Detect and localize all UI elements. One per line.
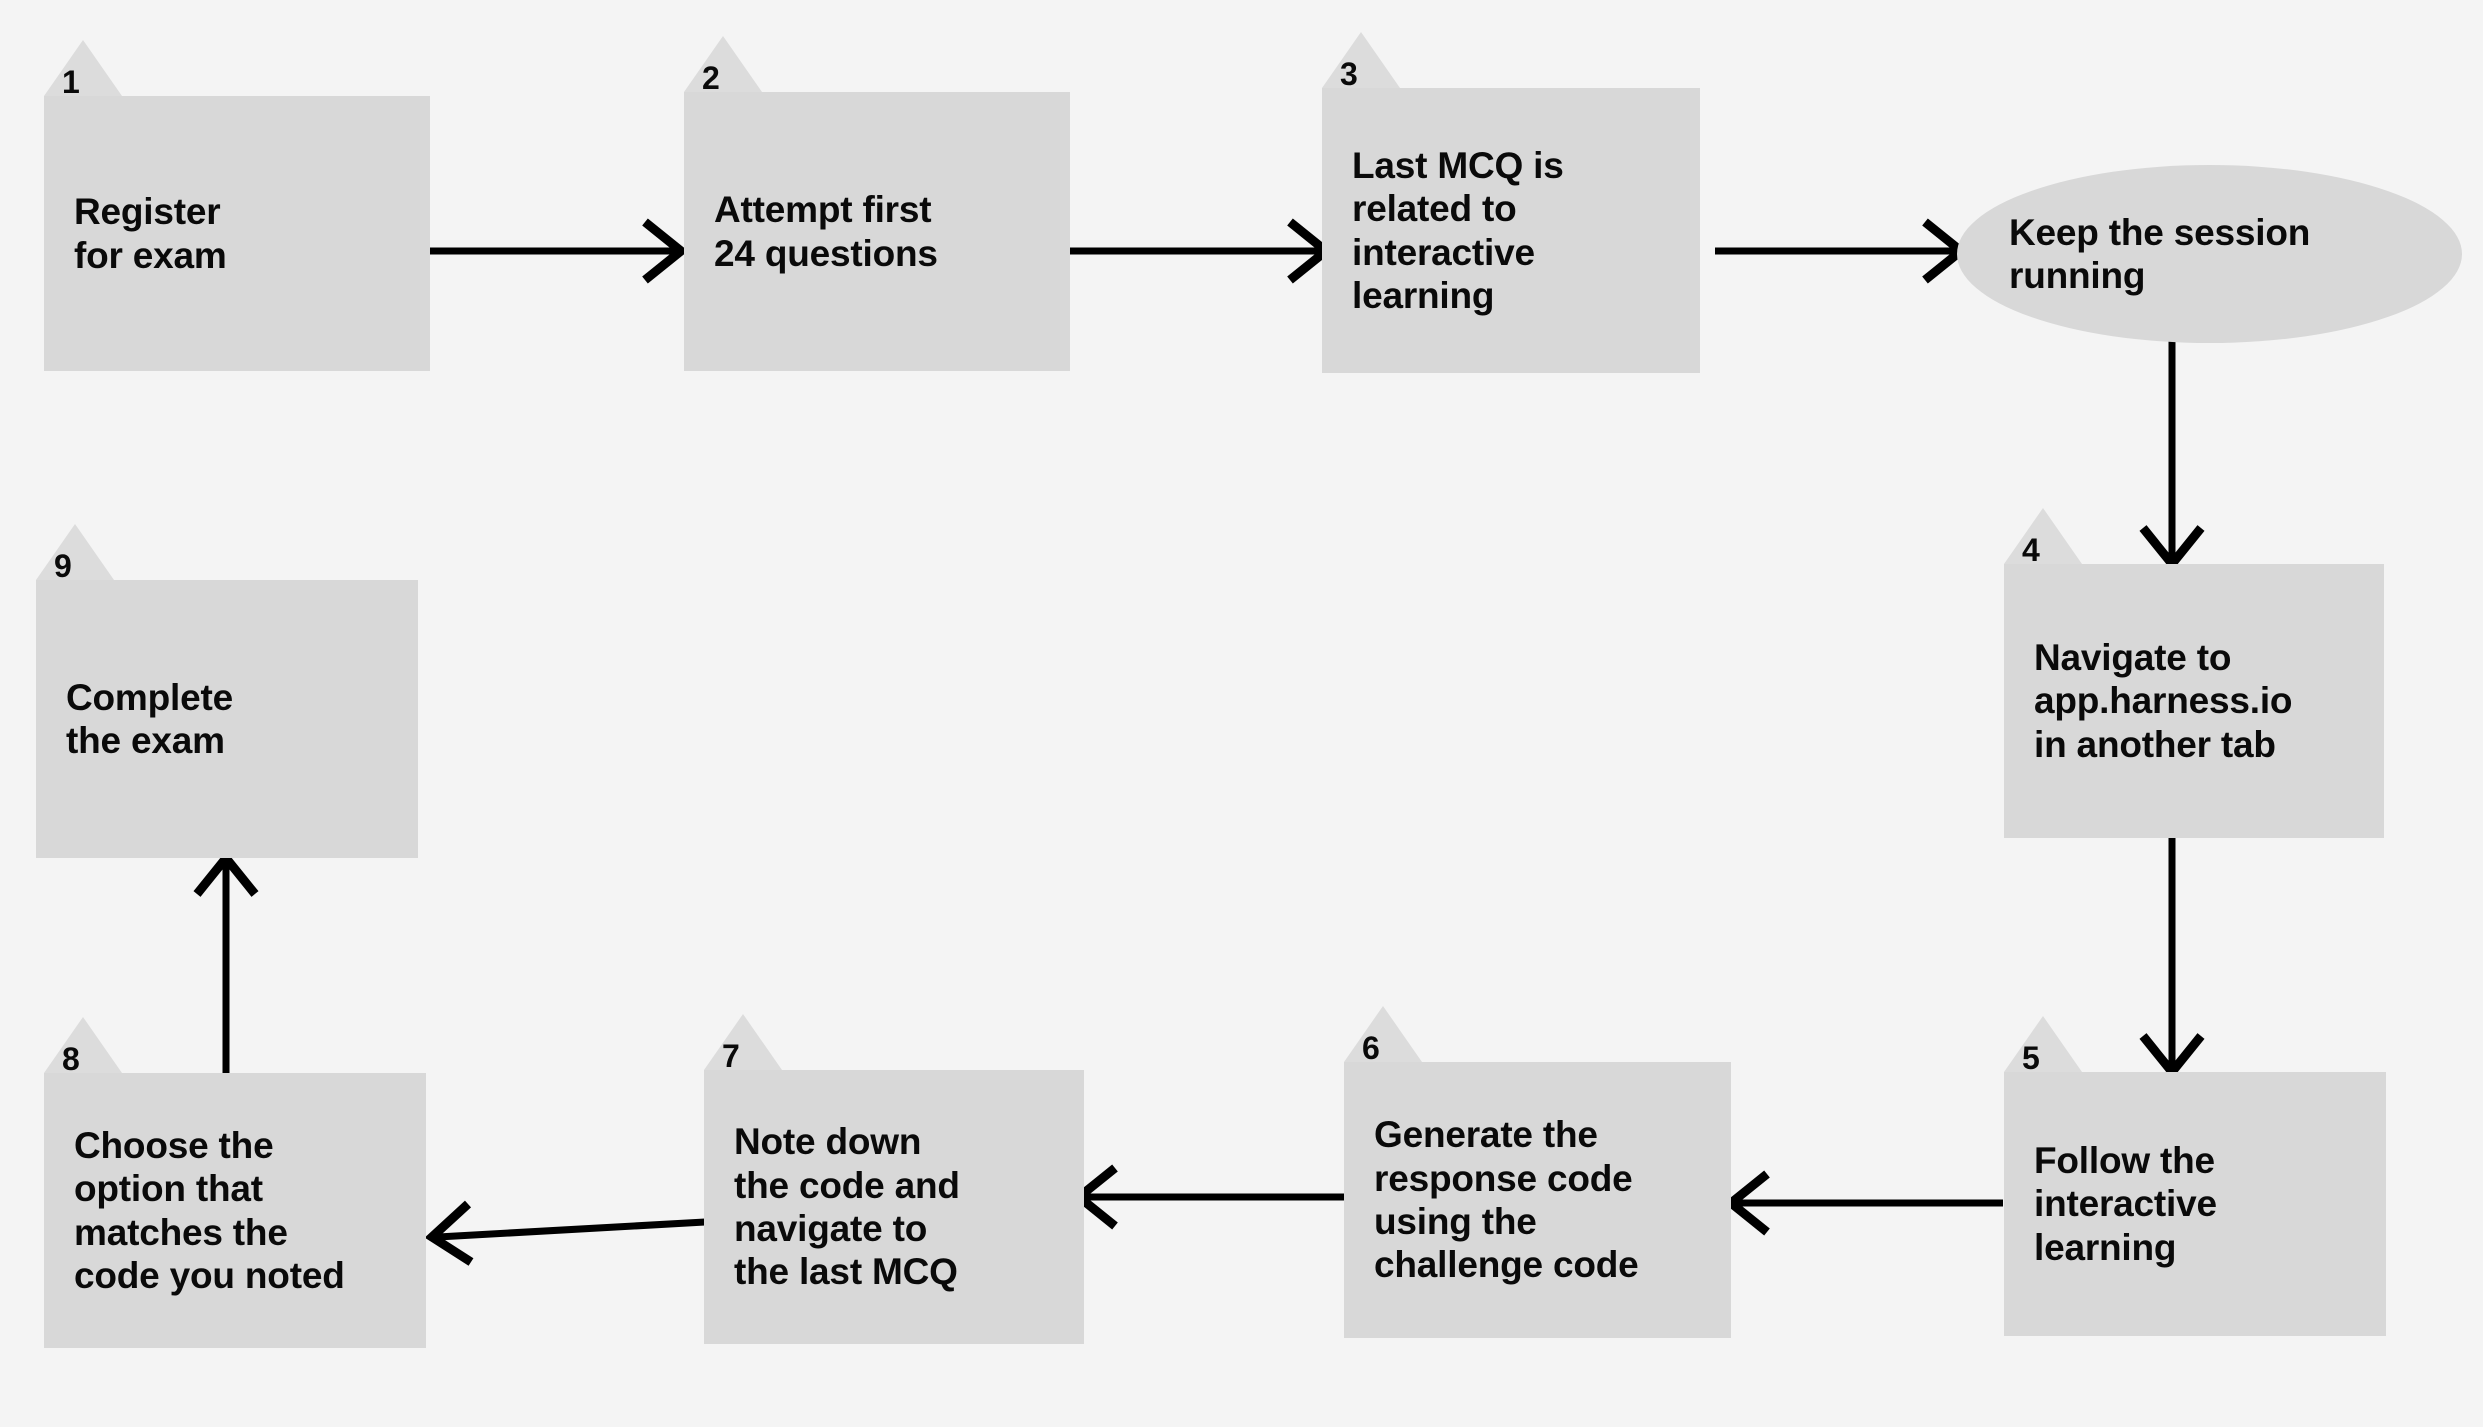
node-label: Keep the session running [2009,211,2311,296]
triangle-icon [704,1014,782,1070]
node-label: Register for exam [74,191,227,276]
node-label: Note down the code and navigate to the l… [734,1121,960,1293]
node-badge-number: 9 [54,548,72,584]
triangle-icon [44,1017,122,1073]
edge-5-to-6 [1723,1170,2003,1236]
node-badge-number: 6 [1362,1030,1380,1066]
node-label: Follow the interactive learning [2034,1140,2217,1268]
node-label: Choose the option that matches the code … [74,1124,345,1296]
node-shape-rect [44,96,430,371]
triangle-icon [2004,1016,2082,1072]
node-badge-3: 3 [1322,32,1400,92]
node-badge-number: 5 [2022,1040,2040,1076]
node-navigate-to-app-harness-io[interactable]: Navigate to app.harness.io in another ta… [2004,564,2384,838]
node-note-down-code-navigate-last-mcq[interactable]: Note down the code and navigate to the l… [704,1070,1084,1344]
node-label: Navigate to app.harness.io in another ta… [2034,637,2293,765]
edge-8-to-9 [193,850,259,1075]
node-shape-rect [44,1073,426,1348]
node-badge-number: 8 [62,1041,80,1077]
node-label: Last MCQ is related to interactive learn… [1352,144,1564,316]
edge-6-to-7 [1071,1164,1345,1230]
node-shape-rect [1344,1062,1731,1338]
node-badge-5: 5 [2004,1016,2082,1076]
node-choose-option-matching-code[interactable]: Choose the option that matches the code … [44,1073,426,1348]
triangle-icon [684,36,762,92]
node-label: Generate the response code using the cha… [1374,1114,1639,1286]
node-shape-rect [36,580,418,858]
edge-3-to-keep-session [1715,218,1969,284]
edge-4-to-5 [2139,838,2205,1080]
node-shape-rect [1322,88,1700,373]
node-badge-9: 9 [36,524,114,584]
triangle-icon [44,40,122,96]
triangle-icon [36,524,114,580]
edge-7-to-8 [424,1200,706,1266]
node-badge-4: 4 [2004,508,2082,568]
node-shape-rect [2004,564,2384,838]
node-badge-2: 2 [684,36,762,96]
triangle-icon [1322,32,1400,88]
node-shape-rect [684,92,1070,371]
node-badge-number: 1 [62,64,80,100]
node-badge-number: 4 [2022,532,2040,568]
edge-keep-session-to-4 [2139,340,2205,572]
node-badge-number: 3 [1340,56,1358,92]
node-last-mcq-interactive-learning[interactable]: Last MCQ is related to interactive learn… [1322,88,1700,373]
node-badge-number: 7 [722,1038,740,1074]
triangle-icon [1344,1006,1422,1062]
node-badge-7: 7 [704,1014,782,1074]
node-shape-ellipse [1957,165,2462,343]
triangle-icon [2004,508,2082,564]
node-badge-8: 8 [44,1017,122,1077]
node-shape-rect [2004,1072,2386,1336]
node-attempt-first-24-questions[interactable]: Attempt first 24 questions [684,92,1070,371]
node-badge-number: 2 [702,60,720,96]
node-follow-the-interactive-learning[interactable]: Follow the interactive learning [2004,1072,2386,1336]
node-register-for-exam[interactable]: Register for exam [44,96,430,371]
node-complete-the-exam[interactable]: Complete the exam [36,580,418,858]
node-keep-the-session-running[interactable]: Keep the session running [1957,165,2462,343]
node-label: Complete the exam [66,676,233,761]
node-label: Attempt first 24 questions [714,189,938,274]
edge-1-to-2 [430,218,689,284]
edge-2-to-3 [1070,218,1334,284]
node-badge-1: 1 [44,40,122,100]
node-shape-rect [704,1070,1084,1344]
node-generate-response-code[interactable]: Generate the response code using the cha… [1344,1062,1731,1338]
node-badge-6: 6 [1344,1006,1422,1066]
